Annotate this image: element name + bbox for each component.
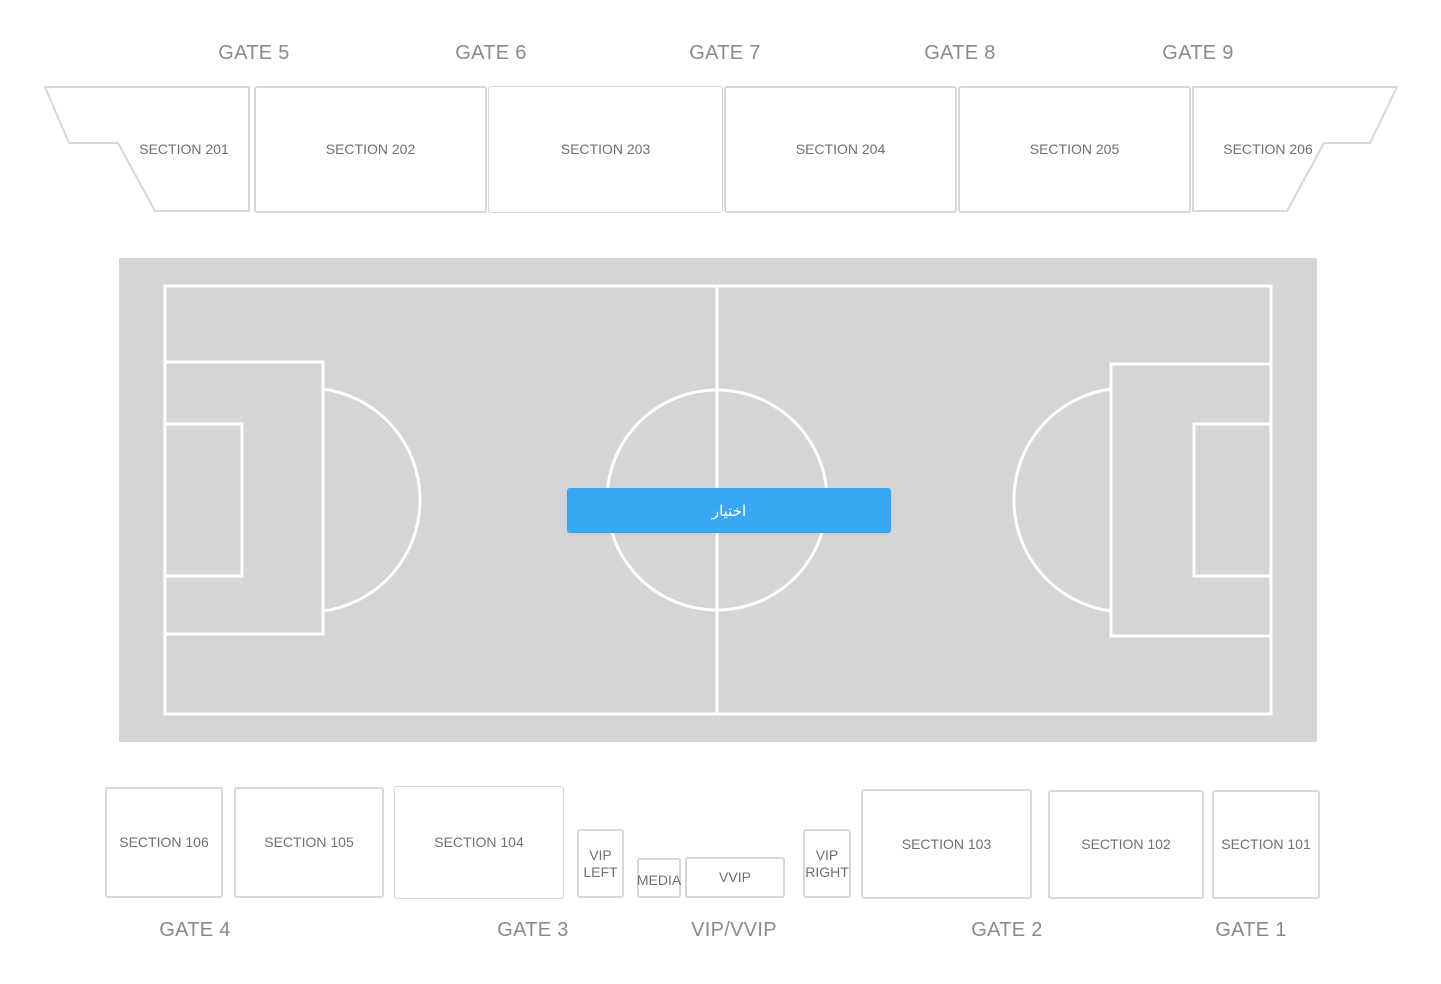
vip-left-label-1: VIP [589, 846, 612, 863]
section-106[interactable]: SECTION 106 [105, 787, 223, 898]
vip-right-section[interactable]: VIP RIGHT [803, 829, 851, 898]
section-101[interactable]: SECTION 101 [1212, 790, 1320, 899]
section-202[interactable]: SECTION 202 [254, 86, 487, 213]
vip-left-section[interactable]: VIP LEFT [577, 829, 624, 898]
section-206-shape[interactable] [1190, 84, 1402, 214]
gate-7-label: GATE 7 [689, 42, 761, 64]
gate-1-label: GATE 1 [1215, 919, 1287, 941]
section-203[interactable]: SECTION 203 [488, 86, 723, 213]
section-102[interactable]: SECTION 102 [1048, 790, 1204, 899]
vvip-section[interactable]: VVIP [685, 857, 785, 898]
media-section[interactable]: MEDIA [637, 858, 681, 898]
select-button[interactable]: اختيار [567, 488, 891, 533]
section-205[interactable]: SECTION 205 [958, 86, 1191, 213]
vip-right-label-2: RIGHT [805, 863, 849, 880]
section-201[interactable]: SECTION 201 [139, 141, 229, 157]
gate-5-label: GATE 5 [218, 42, 290, 64]
section-104[interactable]: SECTION 104 [394, 786, 564, 899]
section-201-shape[interactable] [40, 84, 252, 214]
section-204[interactable]: SECTION 204 [724, 86, 957, 213]
section-206[interactable]: SECTION 206 [1223, 141, 1313, 157]
vip-vvip-label: VIP/VVIP [691, 919, 777, 941]
gate-8-label: GATE 8 [924, 42, 996, 64]
vip-left-label-2: LEFT [583, 863, 618, 880]
gate-2-label: GATE 2 [971, 919, 1043, 941]
gate-4-label: GATE 4 [159, 919, 231, 941]
section-103[interactable]: SECTION 103 [861, 789, 1032, 899]
gate-9-label: GATE 9 [1162, 42, 1234, 64]
section-105[interactable]: SECTION 105 [234, 787, 384, 898]
vip-right-label-1: VIP [815, 846, 839, 863]
gate-6-label: GATE 6 [455, 42, 527, 64]
gate-3-label: GATE 3 [497, 919, 569, 941]
